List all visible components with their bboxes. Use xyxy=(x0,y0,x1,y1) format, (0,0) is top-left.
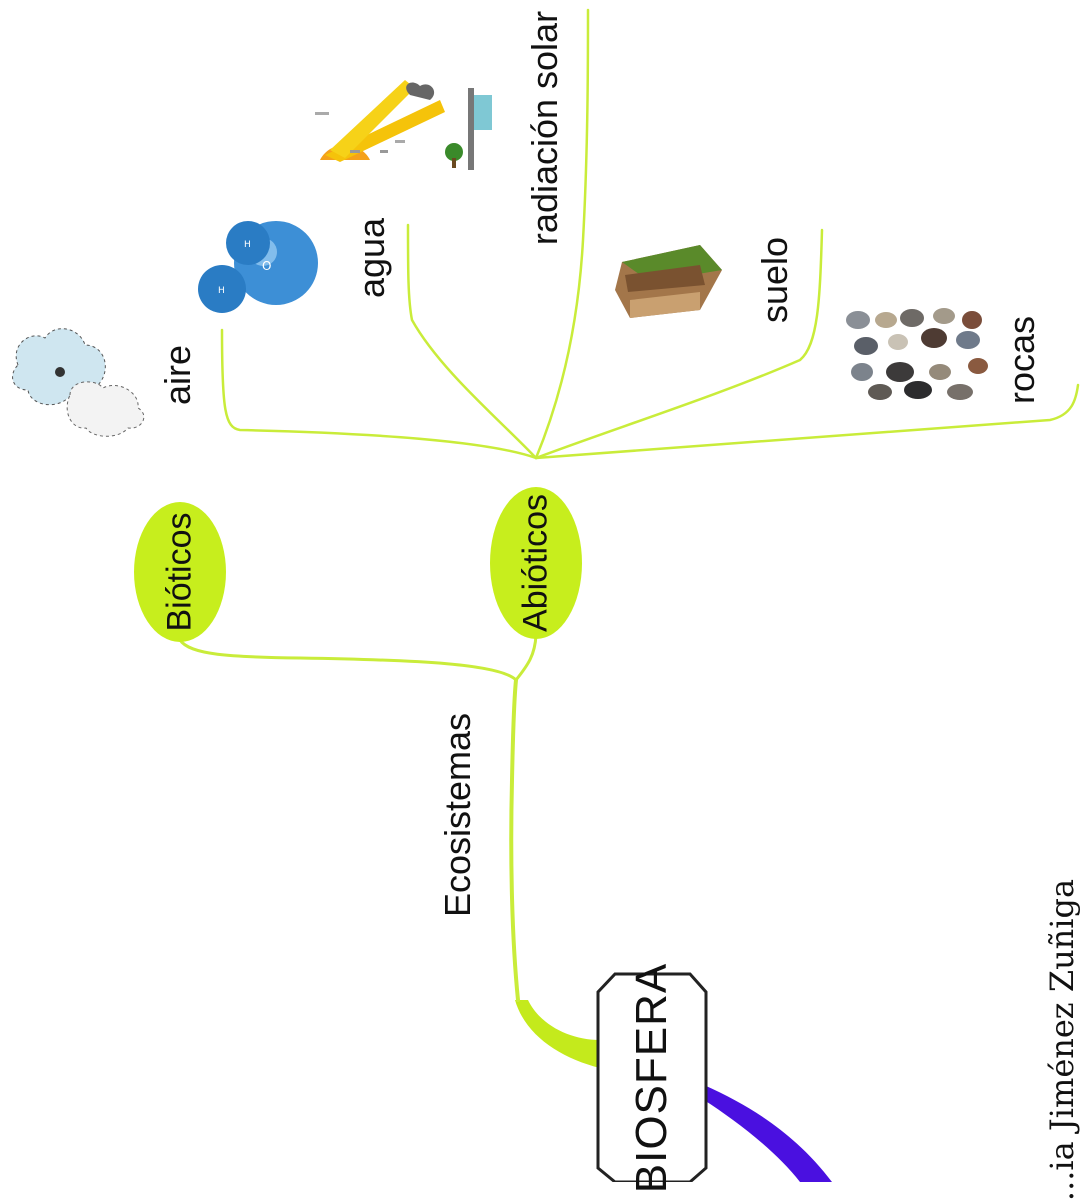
purple-branch xyxy=(704,1085,832,1182)
label-rocas: rocas xyxy=(1001,315,1042,405)
branch-radiacion xyxy=(534,8,590,460)
author-credit: ...ia Jiménez Zuñiga xyxy=(1043,878,1081,1201)
green-wedge xyxy=(515,1000,600,1068)
svg-text:O: O xyxy=(262,259,271,273)
soil-icon xyxy=(615,245,722,318)
label-aire: aire xyxy=(157,344,198,406)
biotic-node[interactable] xyxy=(134,502,226,642)
branch-suelo xyxy=(534,228,824,460)
air-cloud-icon xyxy=(12,328,145,437)
svg-text:H: H xyxy=(244,240,251,250)
solar-radiation-icon xyxy=(315,80,492,170)
rocks-icon xyxy=(846,308,988,400)
branch-rocas xyxy=(534,383,1080,460)
branch-agua xyxy=(406,223,538,460)
ecosistemas-branch xyxy=(509,678,520,1002)
abiotic-node[interactable] xyxy=(490,487,582,639)
biotic-connector xyxy=(178,638,518,682)
label-suelo: suelo xyxy=(754,236,795,324)
water-molecule-icon: O H H xyxy=(198,221,318,313)
branch-aire xyxy=(220,328,538,460)
label-agua: agua xyxy=(351,217,392,299)
svg-text:H: H xyxy=(218,286,225,296)
biotic-node-label: Bióticos xyxy=(160,512,199,632)
root-box[interactable] xyxy=(596,972,708,1182)
root-label: BIOSFERA xyxy=(627,962,676,1194)
label-radiacion-solar: radiación solar xyxy=(524,10,565,246)
abiotic-connector xyxy=(514,633,538,682)
abiotic-node-label: Abióticos xyxy=(516,494,555,632)
ecosistemas-label: Ecosistemas xyxy=(437,712,478,918)
